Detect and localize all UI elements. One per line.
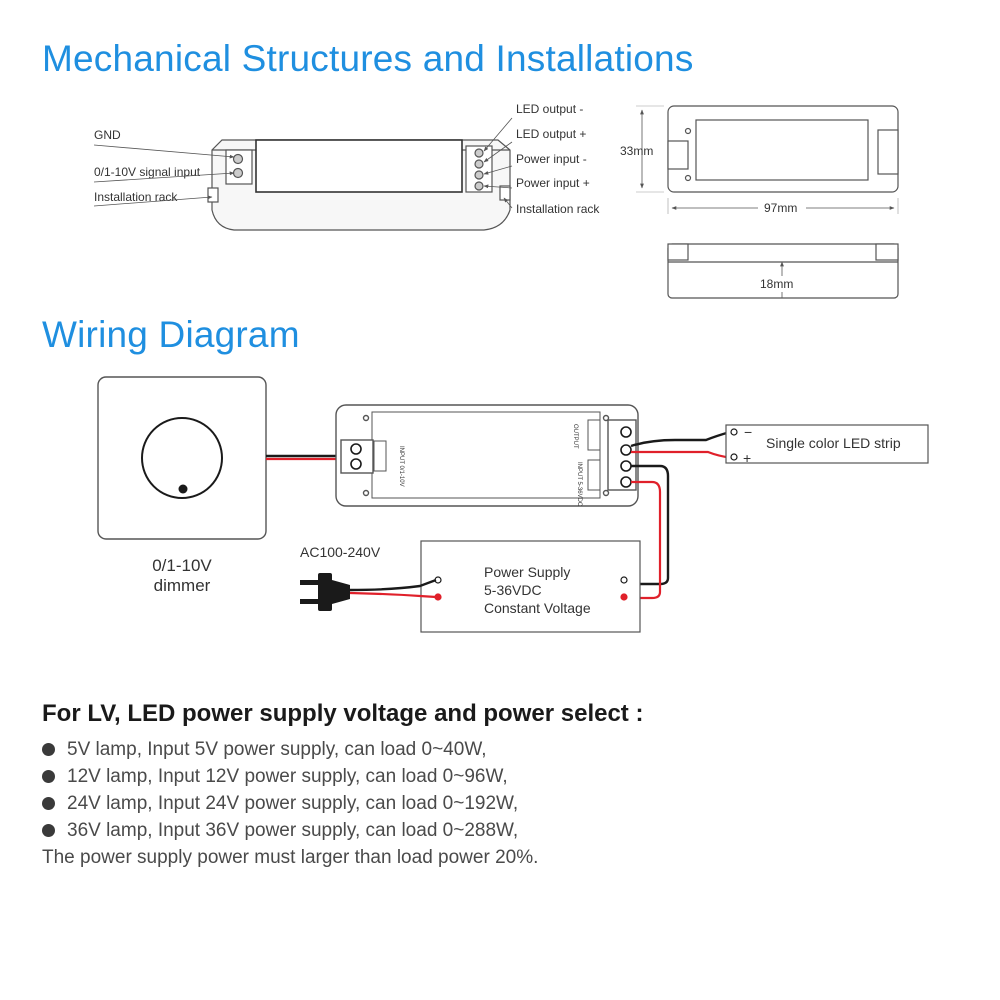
ac-plug-icon [300,573,350,611]
controller-input2-small-label: INPUT 5-36VDC [576,462,582,507]
ac-line-wire [349,578,437,592]
bullet-icon [42,797,55,810]
led-strip [725,424,929,464]
led-plus-wire [631,450,733,460]
mech-right-callouts: LED output - LED output + Power input - … [483,102,600,216]
controller-top-view [667,105,899,193]
psu-line2: 5-36VDC [484,582,542,598]
strip-plus-sign: + [743,450,751,466]
wiring-section-title: Wiring Diagram [42,314,300,355]
psu-line3: Constant Voltage [484,600,591,616]
notes-footnote: The power supply power must larger than … [42,847,539,868]
length-dimension: 97mm [667,198,899,216]
signal-input-label: 0/1-10V signal input [94,165,201,179]
installation-rack-left-label: Installation rack [94,190,178,204]
ac-input-label: AC100-240V [300,544,381,560]
power-plus-wire [630,480,662,600]
thickness-dimension: 18mm [756,261,804,298]
power-minus-wire [630,464,670,586]
note-text: 12V lamp, Input 12V power supply, can lo… [67,766,508,787]
voltage-notes: For LV, LED power supply voltage and pow… [42,700,942,871]
led-minus-wire [630,430,731,448]
controller-input-small-label: INPUT 0/1-10V [398,446,404,487]
power-input-minus-label: Power input - [516,152,587,166]
gnd-label: GND [94,128,121,142]
notes-title: For LV, LED power supply voltage and pow… [42,700,644,727]
diagram-canvas: GND 0/1-10V signal input Installation ra… [93,102,929,633]
notes-list: 5V lamp, Input 5V power supply, can load… [42,736,942,844]
dimmer-label-line1: 0/1-10V [152,556,212,575]
led-output-plus-label: LED output + [516,127,586,141]
list-item: 5V lamp, Input 5V power supply, can load… [42,736,942,763]
mechanical-section-title: Mechanical Structures and Installations [42,38,694,79]
power-supply [420,540,641,633]
strip-minus-sign: − [744,424,752,440]
mech-left-callouts: GND 0/1-10V signal input Installation ra… [93,128,235,207]
height-dimension: 33mm [620,105,664,193]
note-text: 5V lamp, Input 5V power supply, can load… [67,739,487,760]
dimmer-label-line2: dimmer [154,576,211,595]
bullet-icon [42,770,55,783]
bullet-icon [42,743,55,756]
controller-output-small-label: OUTPUT [572,424,578,449]
height-dimension-label: 33mm [620,144,653,158]
led-output-minus-label: LED output - [516,102,583,116]
led-strip-label: Single color LED strip [766,435,901,451]
note-text: 24V lamp, Input 24V power supply, can lo… [67,793,519,814]
length-dimension-label: 97mm [764,201,797,215]
installation-rack-right-label: Installation rack [516,202,600,216]
power-input-plus-label: Power input + [516,176,590,190]
dimmer-knob-indicator [178,484,188,494]
controller-isometric-drawing [207,139,511,231]
list-item: 12V lamp, Input 12V power supply, can lo… [42,763,942,790]
ac-neutral-wire [349,591,437,599]
bullet-icon [42,824,55,837]
list-item: 24V lamp, Input 24V power supply, can lo… [42,790,942,817]
thickness-dimension-label: 18mm [760,277,793,291]
list-item: 36V lamp, Input 36V power supply, can lo… [42,817,942,844]
controller-side-view [667,243,899,299]
controller-device [335,404,639,507]
psu-line1: Power Supply [484,564,570,580]
dimmer-panel [97,376,267,540]
note-text: 36V lamp, Input 36V power supply, can lo… [67,820,519,841]
